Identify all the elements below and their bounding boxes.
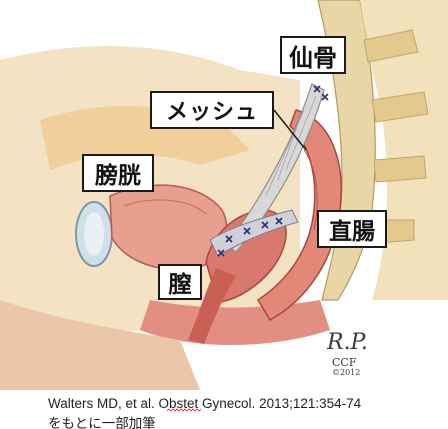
citation-note: をもとに一部加筆 bbox=[48, 412, 156, 429]
label-mesh: メッシュ bbox=[150, 91, 274, 129]
artist-initials: R.P. bbox=[327, 330, 368, 355]
label-rectum: 直腸 bbox=[317, 210, 387, 248]
vertebra-disc bbox=[374, 156, 426, 182]
label-sacrum: 仙骨 bbox=[280, 36, 346, 74]
label-bladder: 膀胱 bbox=[82, 154, 154, 192]
pelvic-anatomy-illustration bbox=[0, 0, 448, 390]
label-vagina: 膣 bbox=[158, 264, 202, 300]
spellcheck-underline bbox=[167, 408, 201, 412]
artist-year: ©2012 bbox=[332, 368, 360, 377]
citation-line: Walters MD, et al. Obstet Gynecol. 2013;… bbox=[48, 396, 361, 411]
